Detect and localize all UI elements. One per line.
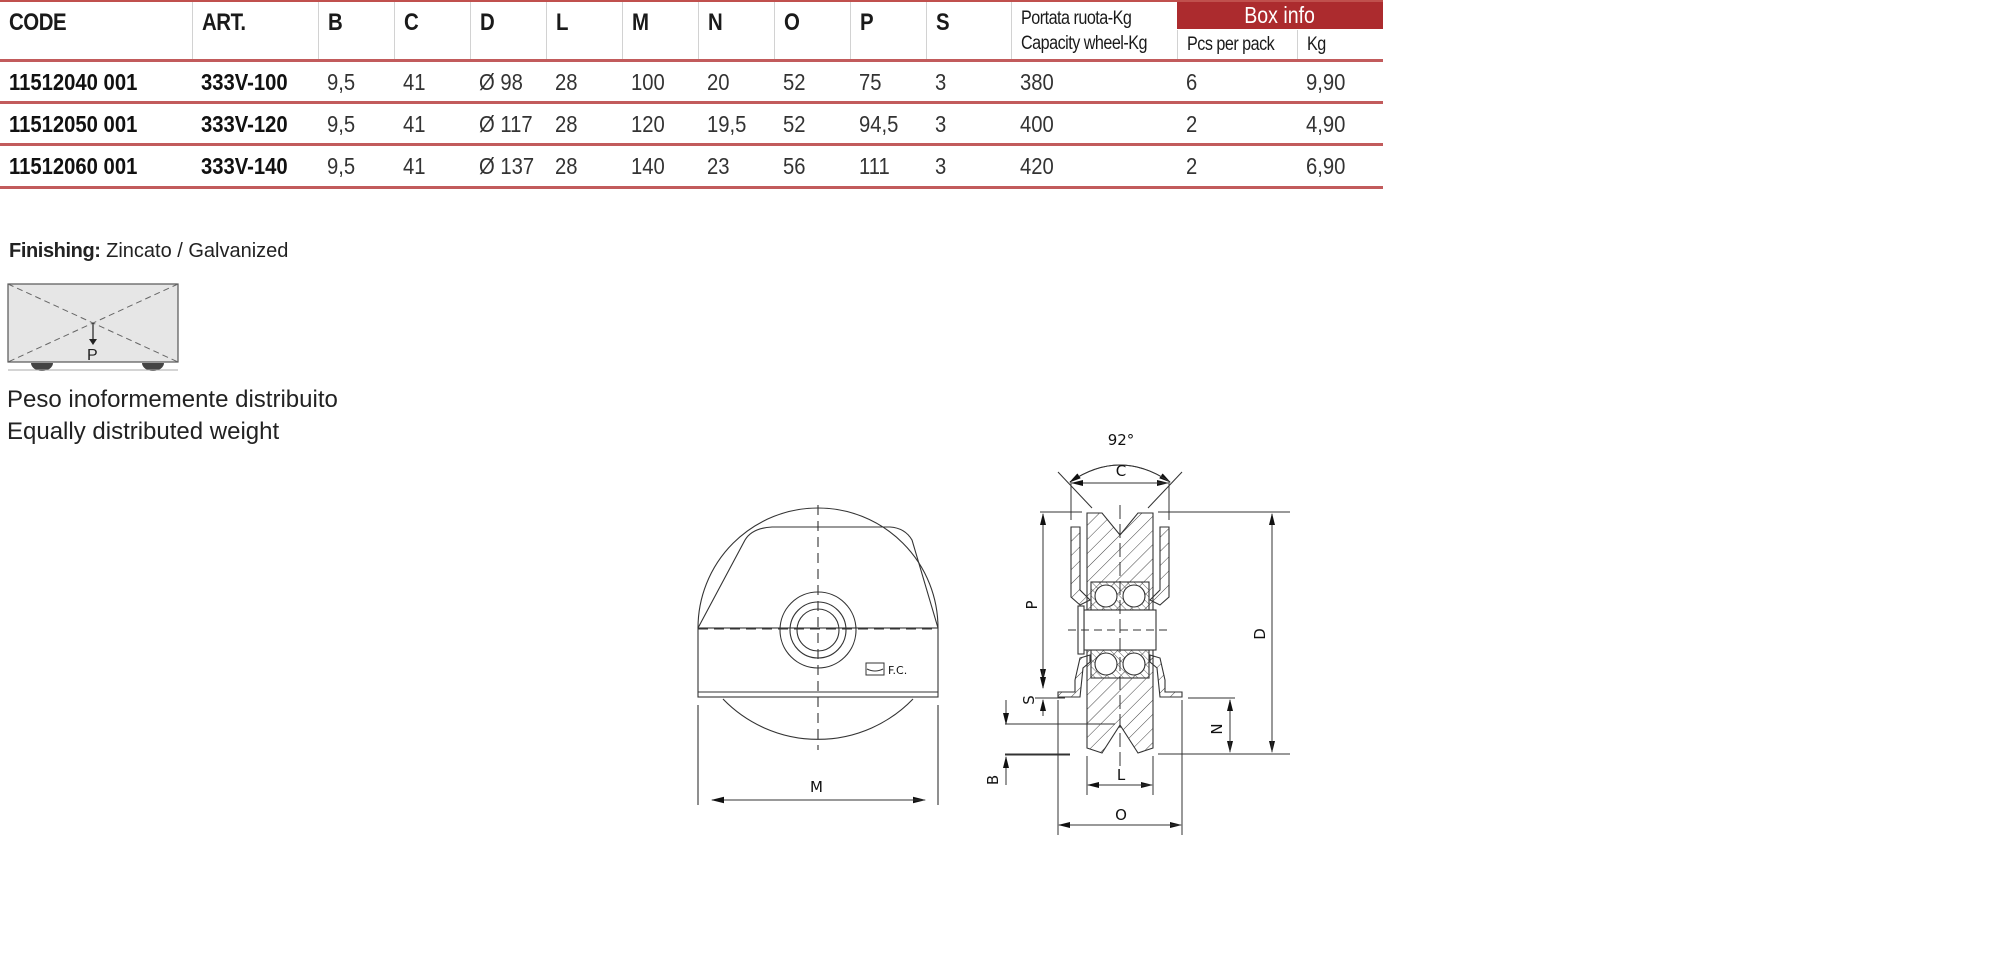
cell-c: 41 (403, 153, 426, 179)
cell-n: 20 (707, 69, 730, 95)
cell-o: 52 (783, 69, 806, 95)
header-pcs-per-pack: Pcs per pack (1177, 30, 1297, 60)
cell-s: 3 (935, 153, 947, 179)
cell-capacity: 380 (1020, 69, 1054, 95)
cell-pcs: 6 (1186, 69, 1198, 95)
cell-o: 52 (783, 111, 806, 137)
header-n: N (698, 2, 774, 60)
svg-text:92°: 92° (1108, 431, 1135, 449)
svg-text:B: B (984, 775, 1002, 785)
cell-p: 94,5 (859, 111, 899, 137)
svg-text:O: O (1115, 806, 1127, 824)
row-divider (0, 186, 1383, 189)
cell-art: 333V-120 (201, 111, 288, 137)
cell-p: 111 (859, 153, 890, 179)
cell-l: 28 (555, 69, 578, 95)
header-code: CODE (9, 9, 67, 36)
cell-d: Ø 117 (479, 111, 533, 137)
cell-l: 28 (555, 153, 578, 179)
distributed-load-icon: P (7, 283, 179, 371)
header-d: D (470, 2, 546, 60)
header-p: P (850, 2, 926, 60)
cell-p: 75 (859, 69, 882, 95)
header-b: B (318, 2, 394, 60)
cell-o: 56 (783, 153, 806, 179)
cell-code: 11512060 001 (9, 153, 138, 179)
cell-d: Ø 98 (479, 69, 523, 95)
cell-m: 120 (631, 111, 665, 137)
table-row: 11512060 001 333V-140 9,5 41 Ø 137 28 14… (0, 146, 1383, 186)
cell-art: 333V-140 (201, 153, 288, 179)
svg-text:P: P (1023, 600, 1041, 609)
cell-b: 9,5 (327, 153, 356, 179)
cell-n: 19,5 (707, 111, 747, 137)
row-divider (0, 59, 1383, 62)
header-l: L (546, 2, 622, 60)
row-divider (0, 101, 1383, 104)
svg-text:C: C (1116, 462, 1126, 480)
table-row: 11512040 001 333V-100 9,5 41 Ø 98 28 100… (0, 62, 1383, 102)
header-art: ART. (192, 2, 318, 60)
cell-kg: 4,90 (1306, 111, 1346, 137)
cell-s: 3 (935, 69, 947, 95)
cell-capacity: 400 (1020, 111, 1054, 137)
header-kg: Kg (1297, 30, 1383, 60)
cell-capacity: 420 (1020, 153, 1054, 179)
svg-text:P: P (87, 347, 98, 364)
header-c: C (394, 2, 470, 60)
table-row: 11512050 001 333V-120 9,5 41 Ø 117 28 12… (0, 104, 1383, 144)
weight-note: Peso inoformemente distribuito Equally d… (7, 386, 338, 445)
header-m: M (622, 2, 698, 60)
header-o: O (774, 2, 850, 60)
svg-text:F.C.: F.C. (888, 664, 907, 677)
cell-c: 41 (403, 69, 426, 95)
cell-b: 9,5 (327, 69, 356, 95)
box-info-header: Box info (1177, 2, 1383, 29)
header-s: S (926, 2, 1011, 60)
cell-m: 140 (631, 153, 665, 179)
cell-code: 11512050 001 (9, 111, 138, 137)
cell-m: 100 (631, 69, 665, 95)
svg-text:M: M (810, 778, 823, 796)
svg-text:D: D (1251, 628, 1269, 640)
svg-text:L: L (1117, 766, 1126, 784)
finishing-info: Finishing: Zincato / Galvanized (9, 240, 289, 262)
cell-pcs: 2 (1186, 111, 1198, 137)
cell-n: 23 (707, 153, 730, 179)
table-top-border (0, 0, 1383, 2)
cell-s: 3 (935, 111, 947, 137)
cell-code: 11512040 001 (9, 69, 138, 95)
svg-text:N: N (1208, 723, 1226, 734)
cell-l: 28 (555, 111, 578, 137)
cell-b: 9,5 (327, 111, 356, 137)
cell-d: Ø 137 (479, 153, 535, 179)
cell-c: 41 (403, 111, 426, 137)
svg-text:S: S (1020, 695, 1038, 705)
cell-pcs: 2 (1186, 153, 1198, 179)
front-view (697, 505, 939, 805)
header-capacity: Portata ruota-Kg Capacity wheel-Kg (1011, 2, 1177, 60)
cell-art: 333V-100 (201, 69, 288, 95)
row-divider (0, 143, 1383, 146)
cell-kg: 9,90 (1306, 69, 1346, 95)
cell-kg: 6,90 (1306, 153, 1346, 179)
table-header-row: CODE ART. B C D L M N O P S Portata ruot… (0, 2, 1383, 60)
